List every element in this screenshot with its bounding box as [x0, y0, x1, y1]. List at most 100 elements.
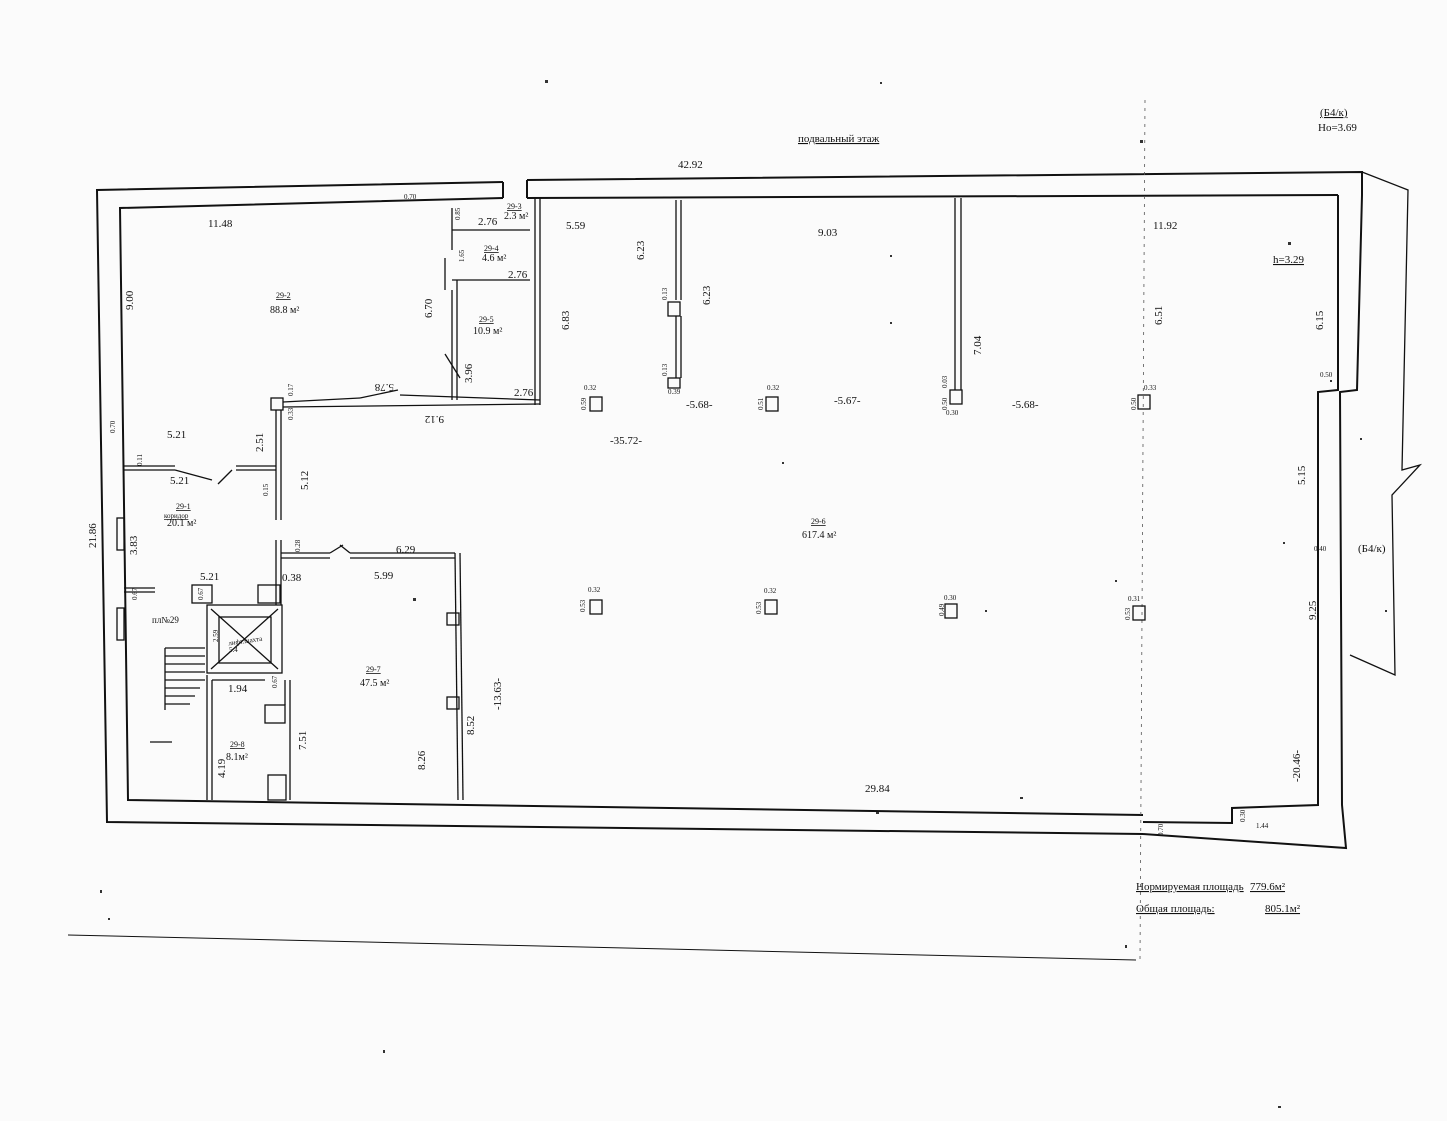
- dim-label: 0.28: [294, 539, 302, 552]
- dim-label: 6.23: [701, 285, 713, 305]
- room-area-29-7: 47.5 м²: [360, 678, 389, 689]
- total-area-value: 805.1м²: [1265, 903, 1301, 915]
- plan-titles: подвальный этаж (Б4/к) Но=3.69 (Б4/к) h=…: [798, 107, 1386, 555]
- dim-label: 5.21: [167, 429, 186, 441]
- plan-title: подвальный этаж: [798, 133, 880, 145]
- dim-label: 11.48: [208, 218, 233, 230]
- dim-label: 3.83: [128, 535, 140, 555]
- dim-label: 5.15: [1296, 465, 1308, 485]
- normed-area-label: Нормируемая площадь: [1136, 881, 1244, 893]
- dim-label: 1.94: [228, 683, 248, 695]
- dim-label: 2.51: [254, 433, 266, 452]
- dim-label: 0.50: [1130, 397, 1138, 410]
- dimensions-horizontal: 42.92 0.70 11.48 2.76 2.76 5.78 2.76 9.1…: [167, 159, 1333, 830]
- dim-label: 0.30: [946, 409, 959, 417]
- dim-label: 0.85: [454, 207, 462, 220]
- dimensions-vertical: 21.86 9.00 0.70 0.85 1.65 6.70 3.96 0.17…: [87, 207, 1326, 836]
- dim-label: 7.51: [297, 731, 309, 750]
- height-note: h=3.29: [1273, 254, 1304, 266]
- dim-label: 0.70: [404, 193, 417, 201]
- dim-label: -5.68-: [1012, 399, 1039, 411]
- room-id-29-4: 29-4: [484, 244, 499, 253]
- dim-label: 0.53: [1124, 607, 1132, 620]
- dim-label: 29.84: [865, 783, 890, 795]
- apartment-label: пл№29: [152, 615, 179, 625]
- dim-label: 0.13: [661, 363, 669, 376]
- dim-label: 0.30: [1239, 809, 1247, 822]
- dim-label: 0.31: [1128, 595, 1141, 603]
- dim-label: 0.70: [109, 420, 117, 433]
- dim-label: 0.70: [1157, 823, 1165, 836]
- dim-label: 9.25: [1307, 600, 1319, 620]
- dim-label: 8.52: [465, 716, 477, 735]
- room-name-29-1: коридор: [164, 512, 189, 520]
- room-id-29-5: 29-5: [479, 315, 494, 324]
- normed-area-value: 779.6м²: [1250, 881, 1286, 893]
- dim-label: 4.19: [216, 758, 228, 778]
- dim-label: -35.72-: [610, 435, 642, 447]
- room-area-29-2: 88.8 м²: [270, 305, 299, 316]
- dim-label: 3.96: [463, 363, 475, 383]
- dim-label: 0.32: [584, 384, 597, 392]
- dim-label: 1.44: [1256, 822, 1269, 830]
- dim-label: 0.33: [287, 407, 295, 420]
- dim-label: 0.32: [767, 384, 780, 392]
- scan-specks: [100, 80, 1387, 1108]
- dim-label: 6.15: [1314, 310, 1326, 330]
- area-summary: Нормируемая площадь 779.6м² Общая площад…: [67, 881, 1301, 961]
- dim-label: 0.50: [1320, 371, 1333, 379]
- dim-label: 5.4: [229, 646, 238, 654]
- exterior-walls: [95, 99, 1423, 961]
- side-code: (Б4/к): [1358, 543, 1386, 555]
- room-area-29-4: 4.6 м²: [482, 253, 506, 264]
- dim-label: 6.23: [635, 240, 647, 260]
- dim-label: 0.17: [287, 383, 295, 396]
- dim-label: 2.76: [514, 387, 534, 399]
- dim-label: 6.29: [396, 544, 416, 556]
- dim-label: 0.11: [136, 454, 144, 466]
- header-code: (Б4/к): [1320, 107, 1348, 119]
- room-id-29-8: 29-8: [230, 740, 245, 749]
- dim-label: 6.83: [560, 310, 572, 330]
- room-area-29-8: 8.1м²: [226, 752, 248, 763]
- room-id-29-6: 29-6: [811, 517, 826, 526]
- dim-overall-length: 42.92: [678, 159, 703, 171]
- room-area-29-1: 20.1 м²: [167, 518, 196, 529]
- dim-label: 0.50: [941, 397, 949, 410]
- dim-label: 2.76: [508, 269, 528, 281]
- underline-rule: [67, 934, 1137, 961]
- dim-label: 8.26: [416, 750, 428, 770]
- dim-label: 5.59: [566, 220, 586, 232]
- dim-label: 5.21: [200, 571, 219, 583]
- dim-label: -5.67-: [834, 395, 861, 407]
- dim-label: 0.33: [1144, 384, 1157, 392]
- header-height: Но=3.69: [1318, 122, 1357, 134]
- room-area-29-5: 10.9 м²: [473, 326, 502, 337]
- room-area-29-3: 2.3 м²: [504, 211, 528, 222]
- dim-label: 0.49: [938, 603, 946, 616]
- dim-label: 0.53: [755, 601, 763, 614]
- dim-label: 0.13: [661, 287, 669, 300]
- dim-label: 9.00: [124, 290, 136, 310]
- dim-label: 0.03: [941, 375, 949, 388]
- dim-label: 0.32: [588, 586, 601, 594]
- dim-label: 9.03: [818, 227, 838, 239]
- dim-label: 1.65: [458, 249, 466, 262]
- dim-label: 0.40: [1314, 545, 1327, 553]
- dim-label: 11.92: [1153, 220, 1177, 232]
- room-id-29-2: 29-2: [276, 291, 291, 300]
- room-area-29-6: 617.4 м²: [802, 530, 836, 541]
- dim-label: 0.67: [197, 587, 205, 600]
- dim-label: 7.04: [972, 335, 984, 355]
- dim-label: 2.76: [478, 216, 498, 228]
- dim-label: 9.12: [425, 413, 444, 425]
- total-area-label: Общая площадь:: [1136, 903, 1215, 915]
- dim-label: -13.63-: [492, 678, 504, 710]
- dim-label: 0.67: [271, 675, 279, 688]
- dim-label: 5.21: [170, 475, 189, 487]
- dim-label: -20.46-: [1291, 750, 1303, 782]
- dim-label: 0.38: [282, 572, 302, 584]
- dim-label: 0.32: [764, 587, 777, 595]
- dim-label: 5.12: [299, 471, 311, 490]
- dim-label: -5.68-: [686, 399, 713, 411]
